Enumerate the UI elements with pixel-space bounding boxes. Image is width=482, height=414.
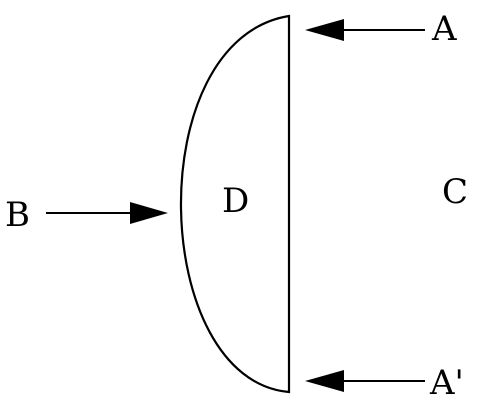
arrow-b <box>46 202 168 224</box>
lens-shape <box>179 14 291 394</box>
arrow-b-head <box>130 202 168 224</box>
arrow-a-head <box>305 19 344 41</box>
label-a-prime: A' <box>429 363 464 403</box>
label-a: A <box>431 9 457 49</box>
label-c: C <box>442 172 468 212</box>
label-d: D <box>222 181 249 221</box>
arrow-a-prime-head <box>305 370 344 392</box>
arrow-a <box>305 19 425 41</box>
label-b: B <box>5 195 30 235</box>
arrow-a-prime <box>305 370 425 392</box>
